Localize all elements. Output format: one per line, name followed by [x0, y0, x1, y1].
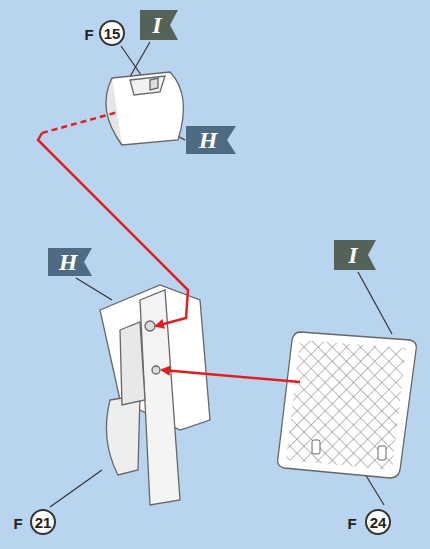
mesh-plate [278, 332, 417, 478]
part-flag [186, 126, 236, 154]
part-flag [48, 248, 92, 276]
part-flag [334, 240, 376, 270]
figure-prefix: F [347, 516, 356, 531]
flag-letter: I [348, 243, 357, 267]
bracket-part [100, 285, 210, 505]
top-part [106, 72, 184, 145]
callout-number: 24 [365, 509, 391, 535]
flag-letter: H [199, 128, 218, 152]
callout-number: 15 [99, 20, 125, 46]
callout-number: 21 [30, 509, 56, 535]
assembly-path [38, 112, 300, 382]
flag-letter: H [59, 250, 78, 274]
figure-prefix: F [84, 27, 93, 42]
flag-letter: I [152, 13, 161, 37]
figure-prefix: F [13, 516, 22, 531]
part-flag [140, 10, 178, 40]
